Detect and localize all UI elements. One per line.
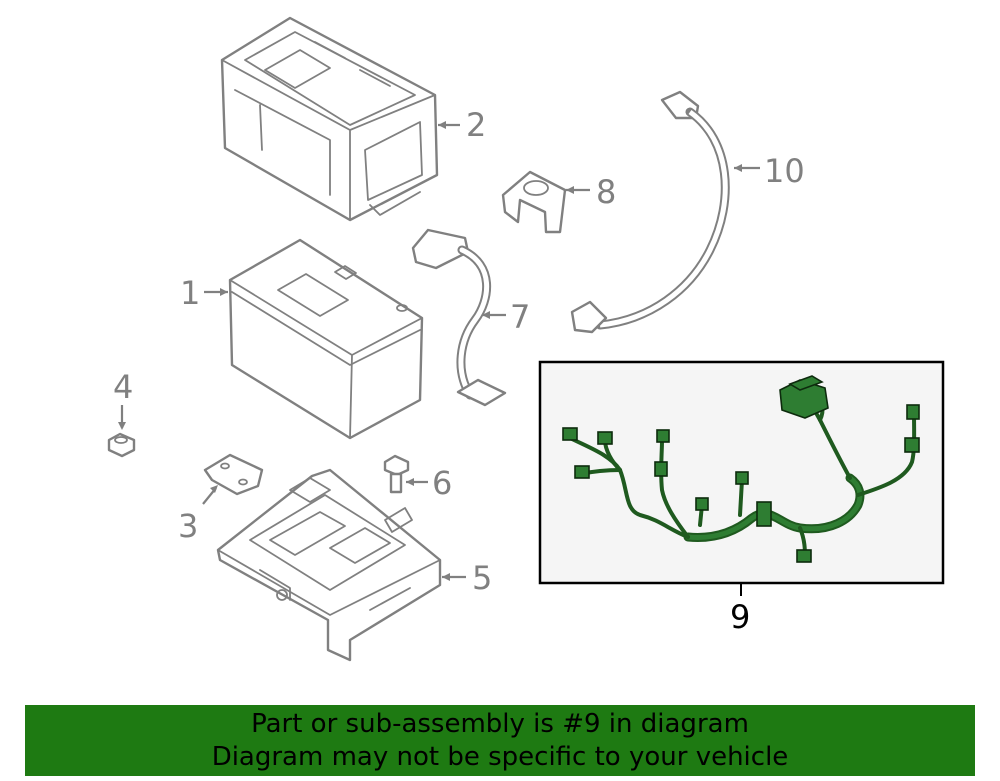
- callout-10: 10: [764, 152, 805, 190]
- callout-4: 4: [113, 368, 133, 406]
- part-6-bolt[interactable]: [383, 454, 410, 494]
- callout-3: 3: [178, 507, 198, 545]
- part-5-tray[interactable]: [216, 468, 442, 662]
- banner-line-2: Diagram may not be specific to your vehi…: [211, 742, 789, 772]
- part-2-battery-cover[interactable]: [220, 16, 439, 222]
- callout-6: 6: [432, 464, 452, 502]
- callout-7: 7: [510, 298, 530, 336]
- banner-line-1: Part or sub-assembly is #9 in diagram: [251, 709, 749, 739]
- arrow-4: [118, 422, 126, 430]
- part-1-battery[interactable]: [228, 238, 424, 440]
- part-10-ground-cable[interactable]: [570, 90, 730, 334]
- arrow-5: [442, 573, 450, 581]
- part-8-bracket[interactable]: [501, 170, 567, 234]
- arrow-8: [566, 186, 574, 194]
- part-7-cable[interactable]: [411, 228, 507, 407]
- callout-9: 9: [730, 598, 750, 636]
- info-banner: Part or sub-assembly is #9 in diagram Di…: [25, 705, 975, 776]
- arrow-6: [406, 478, 414, 486]
- arrow-2: [438, 121, 446, 129]
- arrow-1: [220, 288, 228, 296]
- arrow-3: [210, 485, 218, 493]
- arrow-7: [482, 311, 490, 319]
- part-3-clamp[interactable]: [203, 453, 264, 496]
- part-4-nut[interactable]: [107, 432, 136, 458]
- callout-5: 5: [472, 559, 492, 597]
- part-9-wire-harness[interactable]: [562, 375, 920, 563]
- arrow-10: [734, 164, 742, 172]
- callout-8: 8: [596, 173, 616, 211]
- callout-1: 1: [180, 274, 200, 312]
- callout-2: 2: [466, 106, 486, 144]
